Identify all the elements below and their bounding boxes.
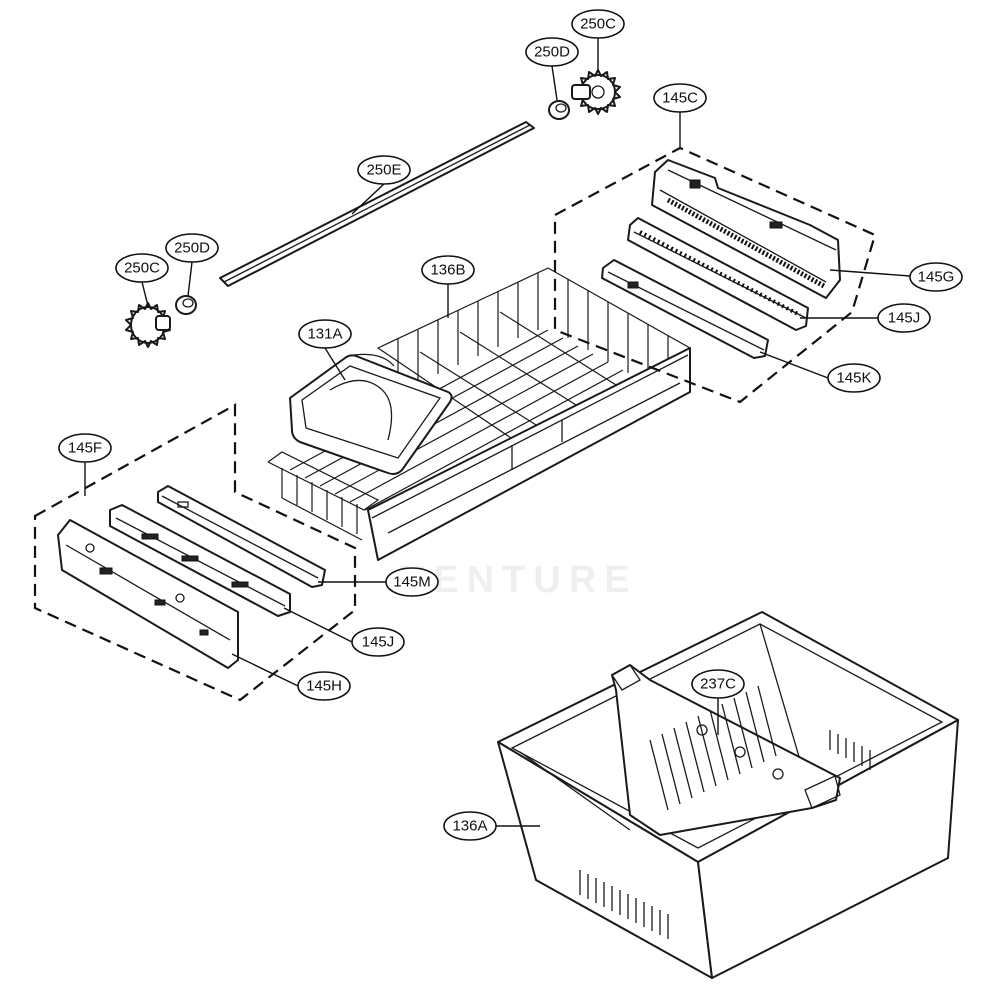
callout-136b: 136B [421, 255, 475, 285]
bushing-250d-left [175, 295, 197, 315]
gear-250c-left [125, 302, 171, 348]
callout-250d-top-label: 250D [534, 44, 570, 61]
callout-145c-label: 145C [662, 90, 698, 107]
bin-131a [289, 353, 453, 475]
slide-145j-left [109, 504, 291, 617]
callout-250c-top-label: 250C [580, 16, 616, 33]
cover-145g [651, 159, 841, 299]
callout-145g-label: 145G [918, 269, 955, 286]
callout-145f: 145F [58, 433, 112, 463]
gear-250c-top [571, 69, 621, 115]
callout-145j-left: 145J [351, 627, 405, 657]
callout-250c-top: 250C [571, 9, 625, 39]
callout-136b-label: 136B [430, 262, 465, 279]
callout-145k: 145K [827, 363, 881, 393]
bushing-250d-top [548, 100, 570, 120]
callout-250d-left-label: 250D [174, 240, 210, 257]
callout-136a: 136A [443, 811, 497, 841]
callout-136a-label: 136A [452, 818, 487, 835]
callout-145k-label: 145K [836, 370, 871, 387]
bracket-145k-right [601, 259, 769, 359]
callout-145m-label: 145M [393, 574, 431, 591]
callout-250c-left: 250C [115, 253, 169, 283]
callout-237c-label: 237C [700, 676, 736, 693]
bracket-145m [157, 485, 326, 588]
callout-131a-label: 131A [307, 326, 342, 343]
callout-250d-top: 250D [525, 37, 579, 67]
cover-145h [57, 519, 239, 669]
callout-237c: 237C [691, 669, 745, 699]
callout-145j-right: 145J [877, 303, 931, 333]
callout-250e-label: 250E [366, 162, 401, 179]
callout-145j-left-label: 145J [362, 634, 395, 651]
rail-250e [219, 121, 535, 287]
callout-145c: 145C [653, 83, 707, 113]
leader-lines [84, 38, 911, 827]
callout-145h-label: 145H [306, 678, 342, 695]
callout-145f-label: 145F [68, 440, 102, 457]
callout-145m: 145M [385, 567, 439, 597]
callout-145g: 145G [909, 262, 963, 292]
callout-145h: 145H [297, 671, 351, 701]
group-outline-145f [33, 403, 357, 702]
callout-250e: 250E [357, 155, 411, 185]
callout-250d-left: 250D [165, 233, 219, 263]
divider-237c [611, 664, 841, 836]
callout-131a: 131A [298, 319, 352, 349]
slide-145j-right [627, 217, 809, 331]
callout-145j-right-label: 145J [888, 310, 921, 327]
callout-250c-left-label: 250C [124, 260, 160, 277]
